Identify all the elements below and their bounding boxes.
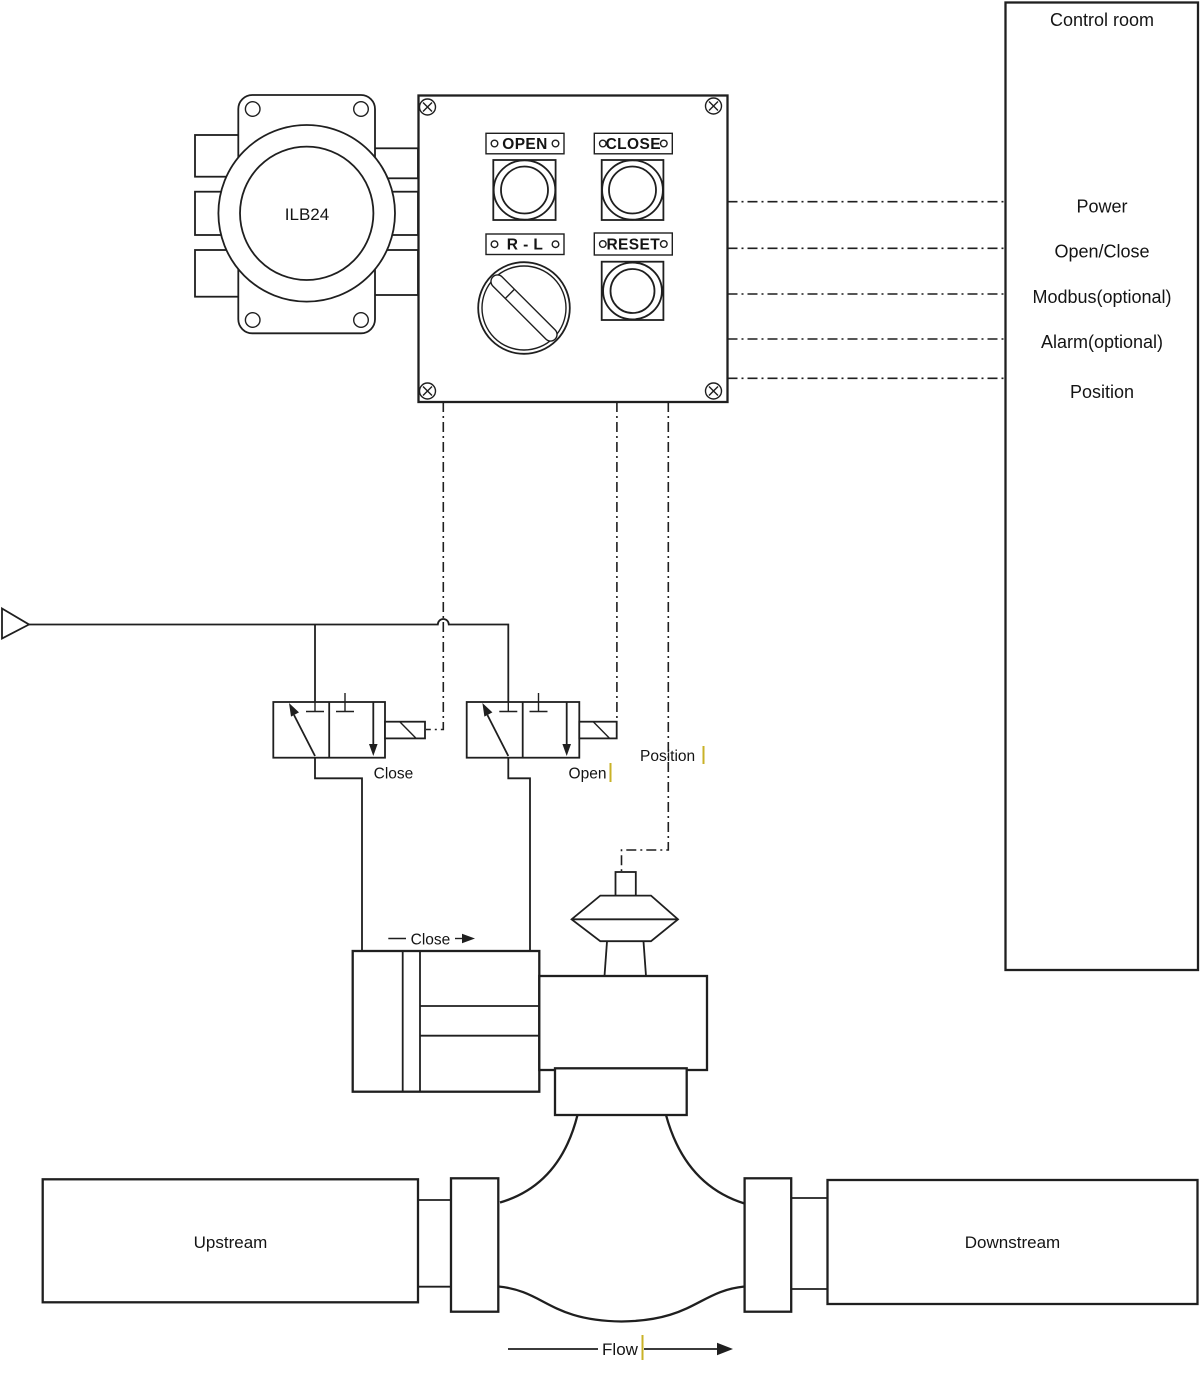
screw-icon <box>704 97 723 115</box>
stem-line <box>603 941 608 977</box>
plate-screw-icon <box>490 139 499 148</box>
open-air-pipe <box>507 757 531 951</box>
down-arrowhead-icon <box>369 744 378 756</box>
rl-plate: R - L <box>485 233 565 256</box>
body-curve-top-right <box>664 1114 745 1205</box>
device-label: ILB24 <box>285 205 329 224</box>
plate-screw-icon <box>598 239 607 248</box>
control-room-title: Control room <box>1050 10 1154 30</box>
close-valve-label: Close <box>374 766 414 783</box>
flow-arrowhead-icon <box>717 1342 733 1356</box>
bolt-hole-icon <box>353 100 370 117</box>
plate-screw-icon <box>659 239 668 248</box>
reset-plate: RESET <box>593 232 673 256</box>
downstream-pipe-box <box>826 1178 1199 1306</box>
right-flange <box>743 1177 793 1313</box>
flow-arrowhead-icon <box>482 703 493 717</box>
control-room: Control room Power Open/Close Modbus(opt… <box>1004 1 1200 972</box>
position-control-line <box>620 402 670 871</box>
close-control-line <box>426 402 445 731</box>
rl-plate-label: R - L <box>507 237 543 254</box>
device-body-inner <box>239 145 375 281</box>
reset-button <box>600 260 665 321</box>
flow-annotation: Flow <box>508 1340 733 1359</box>
left-flange <box>449 1177 500 1313</box>
plate-screw-icon <box>490 240 499 249</box>
solenoid-coil <box>384 720 426 740</box>
close-air-pipe <box>314 757 363 951</box>
screw-icon <box>704 382 723 400</box>
open-plate-label: OPEN <box>502 136 548 153</box>
positioner-connection-box <box>614 871 637 897</box>
control-room-box <box>1004 1 1200 972</box>
flow-arrowhead-icon <box>289 703 299 717</box>
text-caret-marks <box>609 746 705 1360</box>
pneumatic-actuator: Close <box>351 932 541 1093</box>
air-supply <box>1 606 510 702</box>
limit-switch-box: ILB24 <box>194 94 419 335</box>
valve-topworks <box>538 871 709 1117</box>
flow-label: Flow <box>602 1340 639 1359</box>
panel-corner-screws <box>418 97 723 400</box>
reset-plate-label: RESET <box>606 237 660 254</box>
close-plate: CLOSE <box>593 132 673 155</box>
bolt-hole-icon <box>244 312 261 329</box>
signal-lines <box>727 200 1006 380</box>
valve-bonnet-block <box>553 1067 688 1117</box>
plate-screw-icon <box>659 139 668 148</box>
close-direction-label: Close <box>411 932 451 949</box>
close-button <box>600 159 665 221</box>
down-arrowhead-icon <box>562 744 571 756</box>
flow-path <box>486 714 510 757</box>
body-curve-bottom <box>498 1285 745 1323</box>
solenoid-coil <box>578 720 618 740</box>
solenoid-valve-open: Open <box>465 693 618 951</box>
position-line-label: Position <box>640 748 695 765</box>
signal-label-alarm: Alarm(optional) <box>1041 332 1163 352</box>
screw-icon <box>418 98 437 116</box>
flow-path <box>293 714 316 757</box>
cylinder-body <box>351 949 541 1093</box>
screw-icon <box>418 382 437 400</box>
valve-body-shell <box>498 1114 745 1323</box>
pipeline: Upstream Downstream Flow <box>41 1177 1199 1359</box>
air-source-icon <box>1 606 31 640</box>
signal-label-power: Power <box>1076 197 1127 217</box>
body-curve-top-left <box>499 1114 579 1204</box>
rotary-selector-switch <box>477 261 571 355</box>
control-panel: OPEN CLOSE R - L <box>417 94 729 404</box>
plate-screw-icon <box>551 240 560 249</box>
signal-label-modbus: Modbus(optional) <box>1032 287 1171 307</box>
air-supply-line <box>29 618 510 702</box>
device-body-outer <box>217 124 396 303</box>
stem-line <box>642 941 647 977</box>
rotary-handle <box>490 274 558 342</box>
positioner <box>570 871 680 943</box>
open-plate: OPEN <box>485 132 565 155</box>
open-valve-label: Open <box>569 766 607 783</box>
right-arrowhead-icon <box>462 933 475 944</box>
open-button <box>492 159 557 221</box>
close-plate-label: CLOSE <box>606 136 661 153</box>
plate-screw-icon <box>598 139 607 148</box>
plate-screw-icon <box>551 139 560 148</box>
close-direction-annotation: Close <box>388 932 475 949</box>
signal-label-position: Position <box>1070 382 1134 402</box>
panel-box <box>417 94 729 404</box>
bolt-hole-icon <box>244 100 261 117</box>
signal-label-open-close: Open/Close <box>1054 242 1149 262</box>
upstream-pipe-box <box>41 1178 420 1304</box>
valve-yoke-block <box>538 974 709 1072</box>
downstream-label: Downstream <box>965 1233 1060 1252</box>
bolt-hole-icon <box>353 312 370 329</box>
upstream-label: Upstream <box>194 1233 268 1252</box>
solenoid-valve-close: Close <box>272 693 426 951</box>
